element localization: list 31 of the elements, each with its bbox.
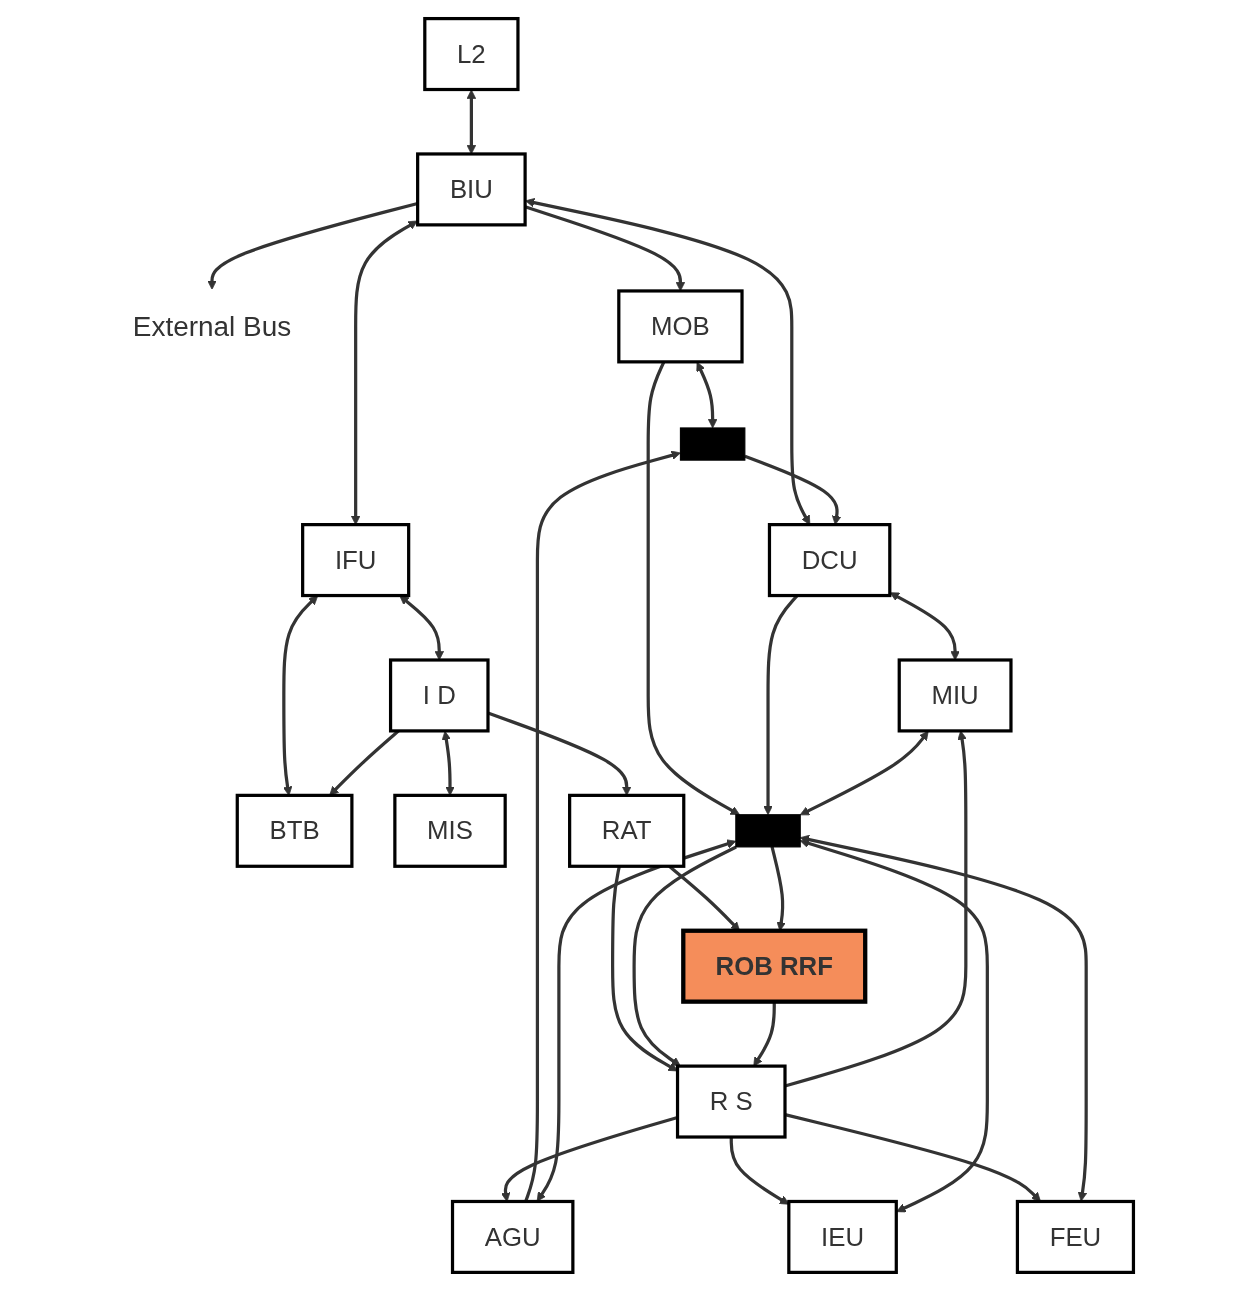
node-bar — [735, 814, 802, 848]
node-box — [568, 793, 686, 868]
node-box — [676, 1064, 788, 1139]
node-box — [1016, 1199, 1136, 1274]
node-box — [681, 928, 868, 1004]
node-box — [389, 658, 491, 733]
node-box — [393, 793, 508, 868]
node-box — [617, 289, 745, 364]
node-box — [898, 658, 1014, 733]
arrow — [632, 845, 738, 1067]
arrow — [282, 595, 319, 796]
block-diagram: External Bus L2 BIU MOB DCU MIU IFU AGU R S BTB IEU I D MIS FEU ROB RRF RAT — [92, 10, 1143, 1281]
node-box — [787, 1199, 899, 1274]
node-box — [301, 523, 411, 598]
arrow — [647, 361, 741, 816]
node-box — [423, 17, 521, 92]
arrow — [730, 1137, 790, 1205]
arrow — [890, 592, 961, 661]
arrow — [696, 361, 718, 429]
arrow — [800, 730, 930, 816]
node-box — [768, 523, 892, 598]
node-text: External Bus — [133, 309, 292, 342]
node-box — [236, 793, 354, 868]
arrow — [399, 595, 445, 661]
arrow — [442, 730, 456, 796]
arrow — [537, 839, 737, 1202]
arrow — [800, 834, 1089, 1202]
node-box — [451, 1199, 575, 1274]
node-box — [416, 152, 528, 227]
arrow — [800, 838, 990, 1213]
node-bar — [680, 427, 746, 461]
